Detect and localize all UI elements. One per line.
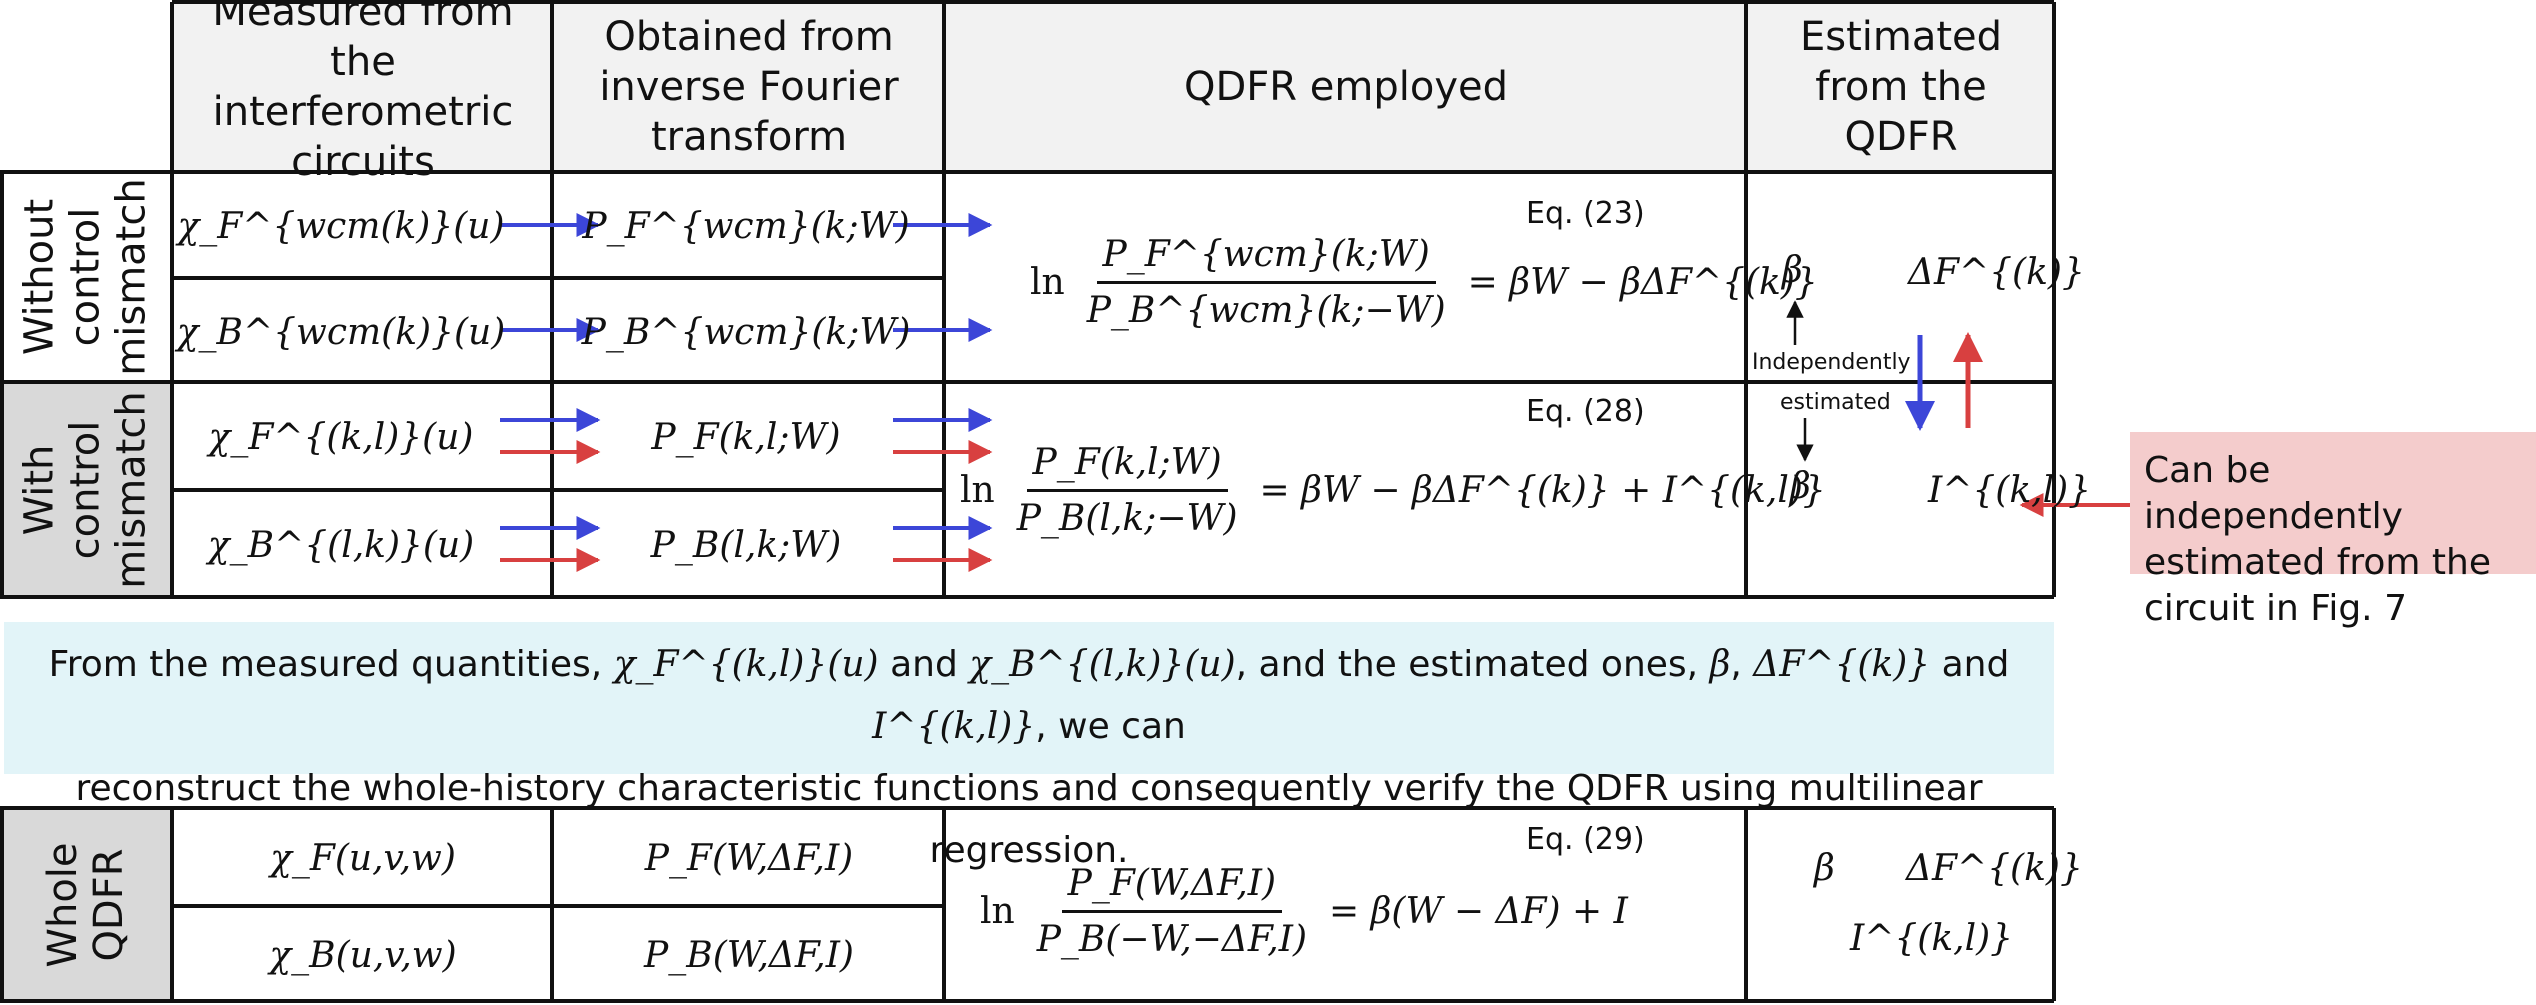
row-label-whole-bg [0, 808, 172, 1001]
blue-arrows-without [500, 213, 993, 342]
p-b-lk: P_B(l,k;W) [650, 524, 842, 566]
estimated-label: estimated [1780, 390, 1891, 415]
p-f-kl: P_F(k,l;W) [651, 416, 841, 458]
delta-f-top: ΔF^{(k)} [1908, 252, 2085, 293]
caption-beta: β [1709, 644, 1731, 685]
caption-band: From the measured quantities, χ_F^{(k,l)… [4, 622, 2054, 871]
chi-b-whole: χ_B(u,v,w) [269, 934, 457, 976]
info-kl: I^{(k,l)} [1928, 470, 2092, 511]
caption-chi-b: χ_B^{(l,k)}(u) [969, 644, 1236, 685]
header-obtained: Obtained from inverse Fourier transform [599, 14, 899, 160]
p-f-whole: P_F(W,ΔF,I) [644, 837, 854, 879]
eq-ref-23: Eq. (23) [1526, 196, 1645, 231]
independent-estimate-note: Can be independently estimated from the … [2130, 432, 2536, 629]
row-label-without-bg [0, 172, 172, 382]
beta-top: β [1782, 250, 1803, 291]
p-b-whole: P_B(W,ΔF,I) [644, 934, 854, 976]
equation-with: ln P_F(k,l;W)P_B(l,k;−W) = βW − βΔF^{(k)… [960, 441, 1826, 539]
eq-ref-28: Eq. (28) [1526, 394, 1645, 429]
header-qdfr-employed: QDFR employed [1183, 64, 1509, 110]
caption-line-2: reconstruct the whole-history characteri… [75, 768, 1983, 871]
delta-f-whole: ΔF^{(k)} [1906, 848, 2083, 889]
caption-delta-f: ΔF^{(k)} [1753, 644, 1931, 685]
row-label-with: With control mismatch [17, 390, 156, 589]
row-label-with-bg [0, 382, 172, 597]
independently-label: Independently [1752, 350, 1911, 375]
beta-whole: β [1814, 848, 1835, 889]
chi-f-wcm: χ_F^{wcm(k)}(u) [177, 205, 505, 247]
chi-b-wcm: χ_B^{wcm(k)}(u) [176, 311, 506, 353]
equation-whole: ln P_F(W,ΔF,I)P_B(−W,−ΔF,I) = β(W − ΔF) … [980, 862, 1628, 960]
caption-line-1: From the measured quantities, χ_F^{(k,l)… [48, 644, 2010, 747]
equation-without: ln P_F^{wcm}(k;W)P_B^{wcm}(k;−W) = βW − … [1030, 233, 1818, 331]
chi-f-kl: χ_F^{(k,l)}(u) [208, 416, 474, 458]
header-measured: Measured from the interferometric circui… [212, 0, 514, 185]
caption-info: I^{(k,l)} [872, 706, 1036, 747]
p-f-wcm: P_F^{wcm}(k;W) [582, 205, 910, 247]
header-estimated: Estimated from the QDFR [1799, 14, 2003, 160]
p-b-wcm: P_B^{wcm}(k;W) [581, 311, 911, 353]
row-label-without: Without control mismatch [17, 178, 156, 376]
info-whole: I^{(k,l)} [1850, 918, 2014, 959]
chi-b-lk: χ_B^{(l,k)}(u) [207, 524, 475, 566]
chi-f-whole: χ_F(u,v,w) [270, 837, 456, 879]
header-background [172, 2, 2054, 172]
caption-chi-f: χ_F^{(k,l)}(u) [613, 644, 879, 685]
eq-ref-29: Eq. (29) [1526, 822, 1645, 857]
beta-bottom: β [1790, 466, 1811, 507]
